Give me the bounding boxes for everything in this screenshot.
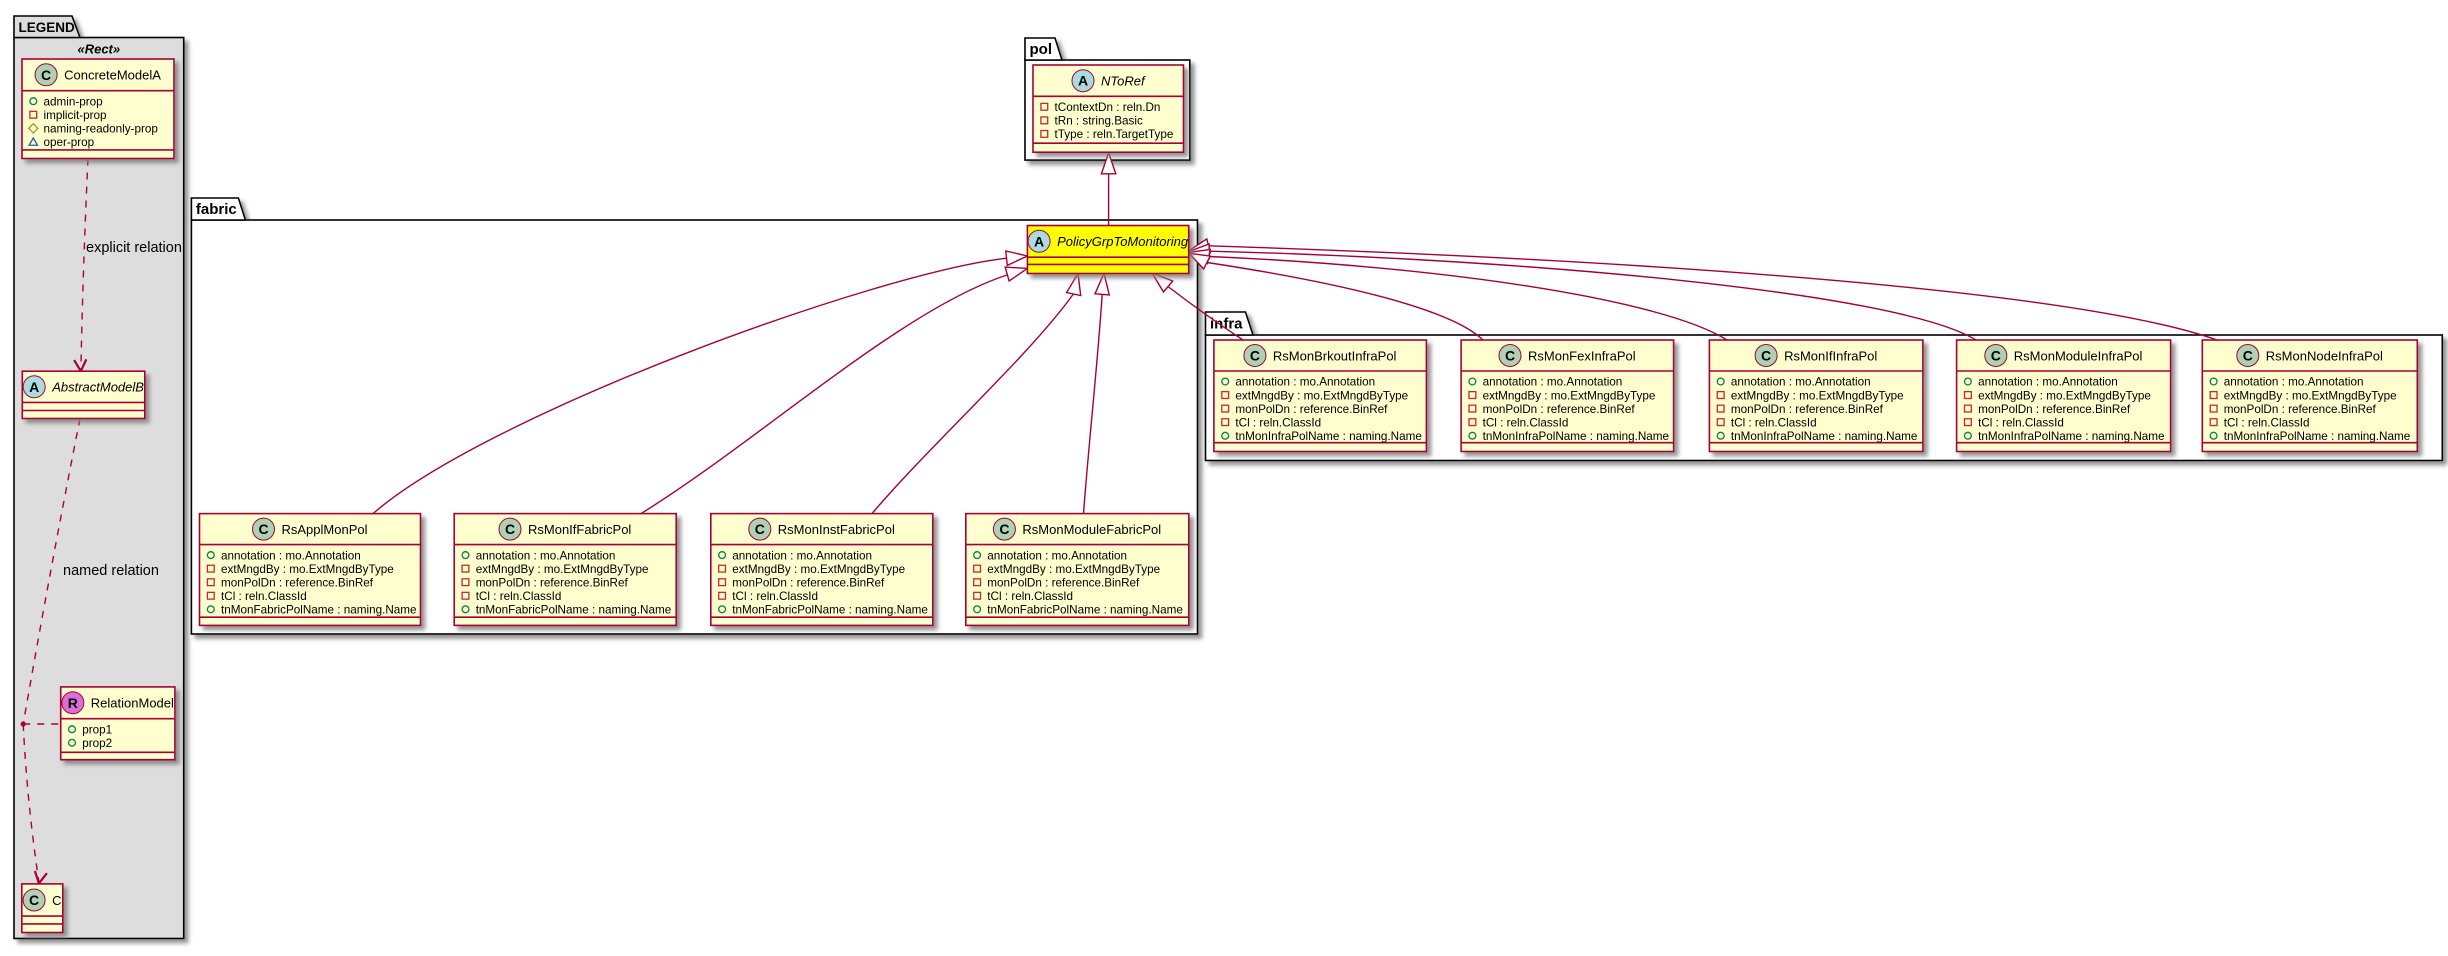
svg-text:tnMonFabricPolName : naming.Na: tnMonFabricPolName : naming.Name [476, 604, 672, 617]
svg-text:RsMonBrkoutInfraPol: RsMonBrkoutInfraPol [1273, 348, 1397, 363]
svg-text:C: C [2243, 348, 2253, 364]
svg-text:RsMonIfInfraPol: RsMonIfInfraPol [1784, 348, 1877, 363]
svg-text:monPolDn : reference.BinRef: monPolDn : reference.BinRef [732, 576, 885, 589]
svg-text:RsMonModuleFabricPol: RsMonModuleFabricPol [1022, 522, 1161, 537]
svg-text:C: C [1250, 348, 1260, 364]
svg-text:extMngdBy : mo.ExtMngdByType: extMngdBy : mo.ExtMngdByType [476, 563, 649, 576]
svg-text:tnMonFabricPolName : naming.Na: tnMonFabricPolName : naming.Name [987, 604, 1183, 617]
svg-text:RsMonModuleInfraPol: RsMonModuleInfraPol [2014, 348, 2143, 363]
svg-text:annotation : mo.Annotation: annotation : mo.Annotation [2224, 376, 2364, 389]
svg-text:tCl : reln.ClassId: tCl : reln.ClassId [732, 590, 818, 603]
svg-text:R: R [68, 695, 78, 711]
svg-text:monPolDn : reference.BinRef: monPolDn : reference.BinRef [2224, 403, 2377, 416]
svg-text:tCl : reln.ClassId: tCl : reln.ClassId [476, 590, 562, 603]
svg-text:C: C [1761, 348, 1771, 364]
svg-text:tnMonInfraPolName : naming.Nam: tnMonInfraPolName : naming.Name [1235, 430, 1421, 443]
svg-text:implicit-prop: implicit-prop [44, 109, 107, 122]
svg-text:tCl : reln.ClassId: tCl : reln.ClassId [1235, 416, 1321, 429]
svg-text:annotation : mo.Annotation: annotation : mo.Annotation [1235, 376, 1375, 389]
svg-text:AbstractModelB: AbstractModelB [51, 380, 144, 395]
svg-text:RsMonInstFabricPol: RsMonInstFabricPol [778, 522, 895, 537]
svg-text:RelationModel: RelationModel [91, 696, 174, 711]
svg-text:A: A [29, 379, 39, 395]
svg-text:RsMonIfFabricPol: RsMonIfFabricPol [528, 522, 631, 537]
svg-text:extMngdBy : mo.ExtMngdByType: extMngdBy : mo.ExtMngdByType [221, 563, 394, 576]
svg-text:ConcreteModelA: ConcreteModelA [64, 68, 161, 83]
svg-text:admin-prop: admin-prop [44, 95, 104, 108]
svg-text:tnMonInfraPolName : naming.Nam: tnMonInfraPolName : naming.Name [2224, 430, 2410, 443]
svg-text:NToRef: NToRef [1101, 74, 1146, 89]
svg-text:monPolDn : reference.BinRef: monPolDn : reference.BinRef [476, 576, 629, 589]
svg-text:LEGEND: LEGEND [19, 20, 76, 35]
svg-text:monPolDn : reference.BinRef: monPolDn : reference.BinRef [987, 576, 1140, 589]
svg-text:tContextDn : reln.Dn: tContextDn : reln.Dn [1055, 101, 1161, 114]
svg-text:tnMonFabricPolName : naming.Na: tnMonFabricPolName : naming.Name [221, 604, 417, 617]
svg-text:tRn : string.Basic: tRn : string.Basic [1055, 115, 1143, 128]
svg-text:C: C [41, 67, 51, 83]
svg-text:«Rect»: «Rect» [77, 42, 120, 57]
svg-text:C: C [1505, 348, 1515, 364]
svg-text:tnMonInfraPolName : naming.Nam: tnMonInfraPolName : naming.Name [1483, 430, 1669, 443]
svg-text:monPolDn : reference.BinRef: monPolDn : reference.BinRef [221, 576, 374, 589]
svg-text:tnMonInfraPolName : naming.Nam: tnMonInfraPolName : naming.Name [1731, 430, 1917, 443]
svg-text:extMngdBy : mo.ExtMngdByType: extMngdBy : mo.ExtMngdByType [987, 563, 1160, 576]
svg-text:A: A [1034, 233, 1044, 249]
svg-text:C: C [258, 521, 268, 537]
svg-text:annotation : mo.Annotation: annotation : mo.Annotation [1978, 376, 2118, 389]
svg-text:tCl : reln.ClassId: tCl : reln.ClassId [987, 590, 1073, 603]
svg-text:tCl : reln.ClassId: tCl : reln.ClassId [1978, 416, 2064, 429]
svg-text:named relation: named relation [63, 563, 159, 579]
svg-text:monPolDn : reference.BinRef: monPolDn : reference.BinRef [1731, 403, 1884, 416]
svg-text:prop1: prop1 [82, 723, 112, 736]
svg-text:C: C [505, 521, 515, 537]
svg-text:RsMonFexInfraPol: RsMonFexInfraPol [1528, 348, 1636, 363]
svg-text:extMngdBy : mo.ExtMngdByType: extMngdBy : mo.ExtMngdByType [732, 563, 905, 576]
svg-text:pol: pol [1030, 41, 1053, 58]
svg-text:prop2: prop2 [82, 737, 112, 750]
svg-text:C: C [29, 892, 39, 908]
svg-text:extMngdBy : mo.ExtMngdByType: extMngdBy : mo.ExtMngdByType [1731, 389, 1904, 402]
svg-text:extMngdBy : mo.ExtMngdByType: extMngdBy : mo.ExtMngdByType [1978, 389, 2151, 402]
svg-text:explicit relation: explicit relation [86, 240, 182, 256]
svg-text:C: C [52, 893, 61, 908]
svg-text:C: C [1991, 348, 2001, 364]
svg-text:RsMonNodeInfraPol: RsMonNodeInfraPol [2266, 348, 2383, 363]
svg-text:A: A [1078, 73, 1088, 89]
svg-text:extMngdBy : mo.ExtMngdByType: extMngdBy : mo.ExtMngdByType [1235, 389, 1408, 402]
svg-text:tnMonFabricPolName : naming.Na: tnMonFabricPolName : naming.Name [732, 604, 928, 617]
svg-text:tCl : reln.ClassId: tCl : reln.ClassId [1731, 416, 1817, 429]
svg-text:tnMonInfraPolName : naming.Nam: tnMonInfraPolName : naming.Name [1978, 430, 2164, 443]
svg-text:fabric: fabric [196, 201, 237, 218]
svg-text:annotation : mo.Annotation: annotation : mo.Annotation [1731, 376, 1871, 389]
svg-text:C: C [755, 521, 765, 537]
svg-text:annotation : mo.Annotation: annotation : mo.Annotation [1483, 376, 1623, 389]
svg-text:annotation : mo.Annotation: annotation : mo.Annotation [732, 549, 872, 562]
svg-text:oper-prop: oper-prop [44, 136, 95, 149]
svg-text:C: C [999, 521, 1009, 537]
svg-text:extMngdBy : mo.ExtMngdByType: extMngdBy : mo.ExtMngdByType [1483, 389, 1656, 402]
svg-text:naming-readonly-prop: naming-readonly-prop [44, 123, 159, 136]
svg-text:monPolDn : reference.BinRef: monPolDn : reference.BinRef [1483, 403, 1636, 416]
svg-text:annotation : mo.Annotation: annotation : mo.Annotation [987, 549, 1127, 562]
svg-text:RsApplMonPol: RsApplMonPol [282, 522, 368, 537]
svg-text:annotation : mo.Annotation: annotation : mo.Annotation [221, 549, 361, 562]
svg-text:tCl : reln.ClassId: tCl : reln.ClassId [1483, 416, 1569, 429]
svg-text:annotation : mo.Annotation: annotation : mo.Annotation [476, 549, 616, 562]
svg-text:tType : reln.TargetType: tType : reln.TargetType [1055, 128, 1174, 141]
svg-text:PolicyGrpToMonitoring: PolicyGrpToMonitoring [1057, 234, 1189, 249]
svg-text:extMngdBy : mo.ExtMngdByType: extMngdBy : mo.ExtMngdByType [2224, 389, 2397, 402]
svg-text:monPolDn : reference.BinRef: monPolDn : reference.BinRef [1978, 403, 2131, 416]
svg-text:infra: infra [1210, 316, 1243, 333]
svg-text:monPolDn : reference.BinRef: monPolDn : reference.BinRef [1235, 403, 1388, 416]
svg-text:tCl : reln.ClassId: tCl : reln.ClassId [221, 590, 307, 603]
svg-text:tCl : reln.ClassId: tCl : reln.ClassId [2224, 416, 2310, 429]
